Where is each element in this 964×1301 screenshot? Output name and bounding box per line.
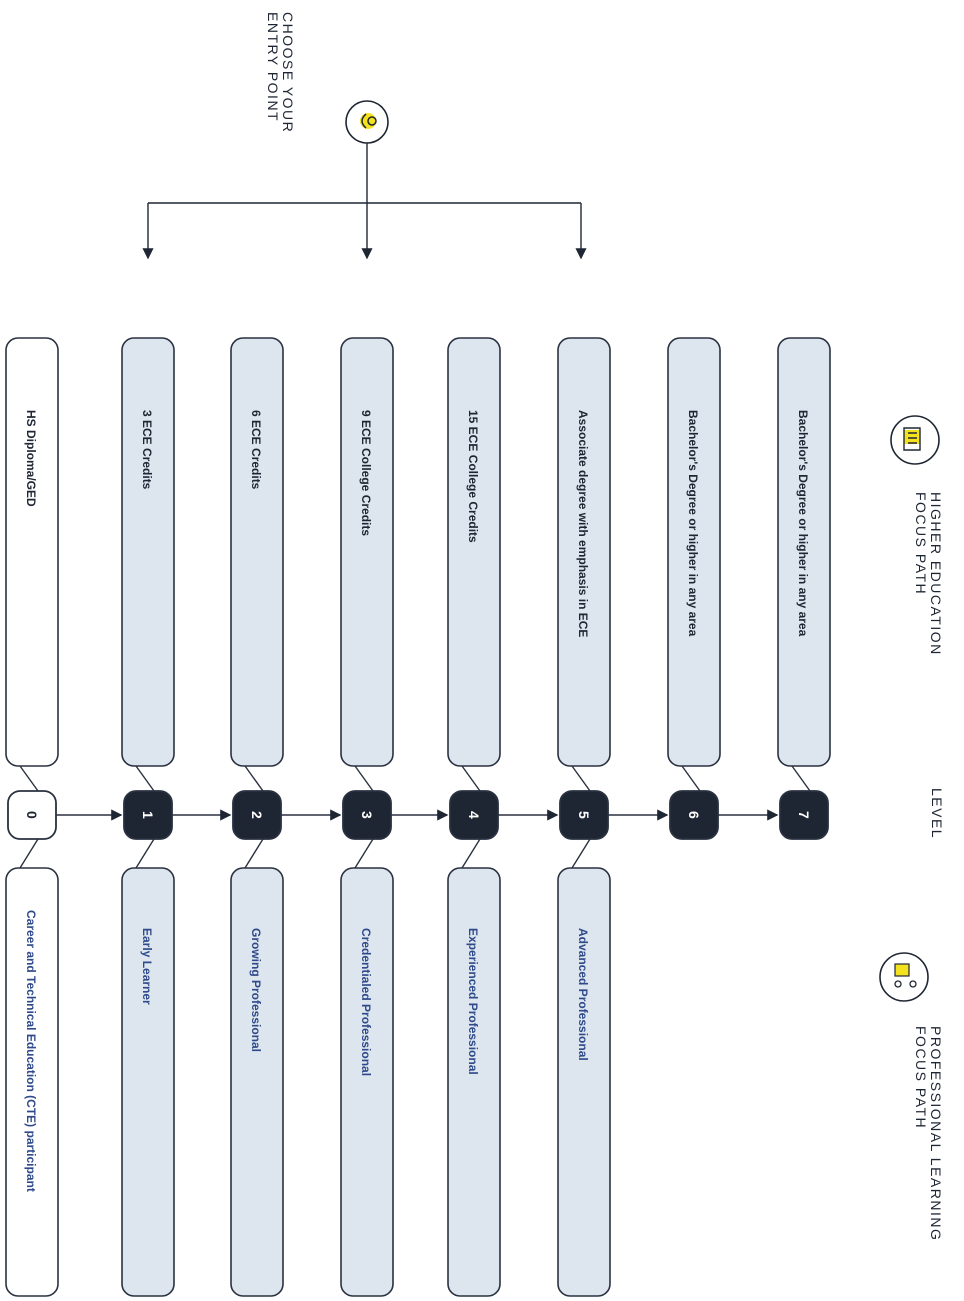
education-box-5: [557, 337, 611, 767]
svg-text:LEVEL: LEVEL: [929, 788, 945, 839]
education-label-5: Associate degree with emphasis in ECE: [576, 410, 590, 637]
level-badge-5: [559, 790, 609, 840]
professional-box-3: [340, 867, 394, 1297]
professional-label-0: Career and Technical Education (CTE) par…: [24, 910, 38, 1192]
level-badge-4: [449, 790, 499, 840]
level-number-0: 0: [24, 811, 40, 819]
education-label-2: 6 ECE Credits: [249, 410, 263, 490]
education-label-4: 15 ECE College Credits: [466, 410, 480, 543]
level-0: HS Diploma/GED Career and Technical Educa…: [5, 337, 123, 1297]
level-5: Associate degree with emphasis in ECE Adv…: [557, 337, 669, 1297]
svg-text:FOCUS PATH: FOCUS PATH: [913, 1026, 929, 1129]
professional-box-5: [557, 867, 611, 1297]
education-box-4: [447, 337, 501, 767]
level-badge-2: [232, 790, 282, 840]
level-6: Bachelor's Degree or higher in any area 6: [667, 337, 779, 840]
level-badge-1: [123, 790, 173, 840]
svg-text:FOCUS PATH: FOCUS PATH: [913, 492, 929, 595]
level-number-6: 6: [686, 811, 702, 819]
level-badge-0: [7, 790, 57, 840]
education-box-6: [667, 337, 721, 767]
education-box-3: [340, 337, 394, 767]
entry-branches: [142, 143, 587, 260]
education-box-7: [777, 337, 831, 767]
svg-text:HIGHER EDUCATION: HIGHER EDUCATION: [928, 492, 944, 656]
professional-label-3: Credentialed Professional: [359, 928, 373, 1076]
level-number-2: 2: [249, 811, 265, 819]
professional-label-1: Early Learner: [140, 928, 154, 1005]
level-badge-7: [779, 790, 829, 840]
professional-learning-header: PROFESSIONAL LEARNING FOCUS PATH: [879, 952, 944, 1241]
professional-box-0: [5, 867, 59, 1297]
education-label-7: Bachelor's Degree or higher in any area: [796, 410, 810, 637]
professional-box-1: [121, 867, 175, 1297]
level-number-1: 1: [140, 811, 156, 819]
mentor-icon: [879, 952, 929, 1002]
level-number-5: 5: [576, 811, 592, 819]
level-badge-3: [342, 790, 392, 840]
levels-diagram: HS Diploma/GED Career and Technical Educa…: [5, 337, 831, 1297]
professional-label-5: Advanced Professional: [576, 928, 590, 1061]
svg-text:CHOOSE YOUR: CHOOSE YOUR: [280, 12, 296, 133]
professional-box-4: [447, 867, 501, 1297]
level-7: Bachelor's Degree or higher in any area 7: [777, 337, 831, 840]
education-box-2: [230, 337, 284, 767]
education-label-0: HS Diploma/GED: [24, 410, 38, 507]
person-icon: [345, 100, 389, 144]
education-box-1: [121, 337, 175, 767]
level-number-3: 3: [359, 811, 375, 819]
level-number-4: 4: [466, 811, 482, 819]
level-number-7: 7: [796, 811, 812, 819]
professional-label-4: Experienced Professional: [466, 928, 480, 1075]
entry-point-label: CHOOSE YOUR ENTRY POINT: [265, 12, 296, 133]
svg-text:ENTRY POINT: ENTRY POINT: [265, 12, 281, 122]
education-label-3: 9 ECE College Credits: [359, 410, 373, 536]
professional-label-2: Growing Professional: [249, 928, 263, 1052]
svg-text:PROFESSIONAL LEARNING: PROFESSIONAL LEARNING: [928, 1026, 944, 1241]
higher-education-header: HIGHER EDUCATION FOCUS PATH: [890, 415, 944, 656]
education-label-6: Bachelor's Degree or higher in any area: [686, 410, 700, 637]
education-label-1: 3 ECE Credits: [140, 410, 154, 490]
level-header: LEVEL: [929, 788, 945, 839]
professional-box-2: [230, 867, 284, 1297]
education-box-0: [5, 337, 59, 767]
level-badge-6: [669, 790, 719, 840]
